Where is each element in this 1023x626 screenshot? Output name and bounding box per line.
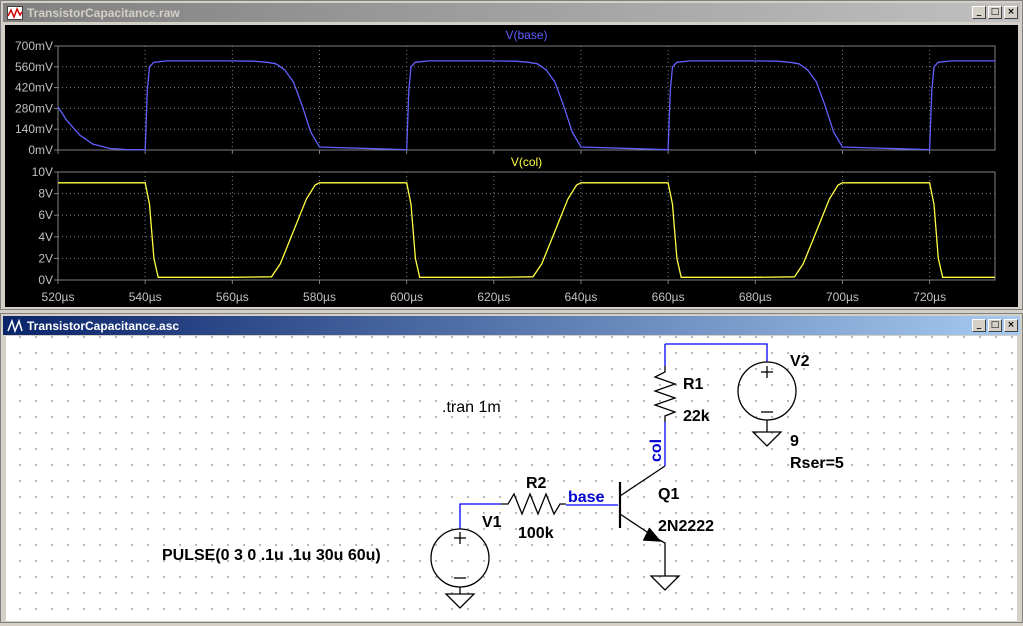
schematic-titlebar[interactable]: TransistorCapacitance.asc _ □ × (3, 316, 1020, 335)
xtick-label: 540µs (129, 290, 162, 304)
waveform-plots[interactable]: 700mV 560mV 420mV 280mV 140mV 0mV V(base) 10V 8V… (5, 25, 1018, 307)
vcol-ytick-label: 6V (38, 208, 53, 222)
xtick-label: 620µs (477, 290, 510, 304)
xtick-label: 680µs (739, 290, 772, 304)
xtick-label: 720µs (913, 290, 946, 304)
v1-name[interactable]: V1 (482, 514, 502, 531)
spice-directive[interactable]: .tran 1m (442, 399, 501, 416)
wire-v2-top[interactable] (665, 343, 768, 362)
ground-q1 (649, 575, 681, 591)
xtick-label: 520µs (42, 290, 75, 304)
vbase-ytick-label: 700mV (15, 39, 53, 53)
r1-value[interactable]: 22k (683, 408, 710, 425)
vcol-frame (57, 171, 996, 281)
v1-value[interactable]: PULSE(0 3 0 .1u .1u 30u 60u) (162, 547, 381, 564)
minimize-button[interactable]: _ (972, 6, 986, 19)
waveform-window: TransistorCapacitance.raw _ □ × 700mV 560… (0, 0, 1023, 310)
r1-name[interactable]: R1 (683, 376, 704, 393)
v2-rser[interactable]: Rser=5 (790, 455, 844, 472)
transistor-q1[interactable] (618, 465, 666, 576)
xtick-label: 660µs (652, 290, 685, 304)
vcol-trace (58, 182, 995, 278)
vcol-ytick-label: 10V (32, 165, 53, 179)
resistor-r1[interactable] (653, 366, 677, 422)
r2-value[interactable]: 100k (518, 525, 554, 542)
schematic-window-title: TransistorCapacitance.asc (27, 318, 180, 333)
close-button[interactable]: × (1004, 319, 1018, 332)
vcol-ytick-label: 2V (38, 251, 53, 265)
vbase-ytick-label: 280mV (15, 101, 53, 115)
vbase-ytick-label: 560mV (15, 60, 53, 74)
vcol-title: V(col) (511, 155, 542, 169)
waveform-titlebar[interactable]: TransistorCapacitance.raw _ □ × (3, 3, 1020, 22)
net-label-base[interactable]: base (568, 489, 605, 506)
waveform-plot-area[interactable]: 700mV 560mV 420mV 280mV 140mV 0mV V(base) 10V 8V… (5, 25, 1018, 307)
wire-v1-top[interactable] (459, 503, 501, 529)
v2-value[interactable]: 9 (790, 433, 799, 450)
waveform-window-title: TransistorCapacitance.raw (27, 5, 180, 20)
ground-v1 (444, 593, 476, 609)
v2-name[interactable]: V2 (790, 353, 810, 370)
vbase-trace (57, 60, 995, 151)
vbase-title: V(base) (505, 28, 547, 42)
minimize-button[interactable]: _ (972, 319, 986, 332)
xtick-label: 700µs (826, 290, 859, 304)
q1-model[interactable]: 2N2222 (658, 518, 714, 535)
ground-v2 (751, 431, 783, 447)
r2-name[interactable]: R2 (526, 475, 547, 492)
maximize-button[interactable]: □ (988, 6, 1002, 19)
vcol-ytick-label: 4V (38, 230, 53, 244)
voltage-source-v2[interactable] (737, 361, 797, 432)
schematic-drawing[interactable]: .tran 1m R1 22k R2 100k V1 PULSE(0 3 0 .… (6, 336, 1017, 621)
vbase-ytick-label: 0mV (28, 143, 53, 157)
xtick-label: 600µs (390, 290, 423, 304)
vbase-frame (57, 45, 996, 151)
schematic-canvas[interactable]: .tran 1m R1 22k R2 100k V1 PULSE(0 3 0 .… (6, 336, 1017, 621)
maximize-button[interactable]: □ (988, 319, 1002, 332)
q1-name[interactable]: Q1 (658, 486, 679, 503)
vcol-ytick-label: 0V (38, 273, 53, 287)
xtick-label: 560µs (216, 290, 249, 304)
vcol-ytick-label: 8V (38, 187, 53, 201)
voltage-source-v1[interactable] (430, 528, 490, 594)
vbase-ytick-label: 420mV (15, 81, 53, 95)
net-label-col[interactable]: col (648, 439, 665, 462)
waveform-app-icon (7, 5, 23, 20)
schematic-app-icon (7, 318, 23, 333)
xtick-label: 580µs (303, 290, 336, 304)
xtick-label: 640µs (565, 290, 598, 304)
vbase-ytick-label: 140mV (15, 122, 53, 136)
resistor-r2[interactable] (501, 492, 566, 516)
close-button[interactable]: × (1004, 6, 1018, 19)
